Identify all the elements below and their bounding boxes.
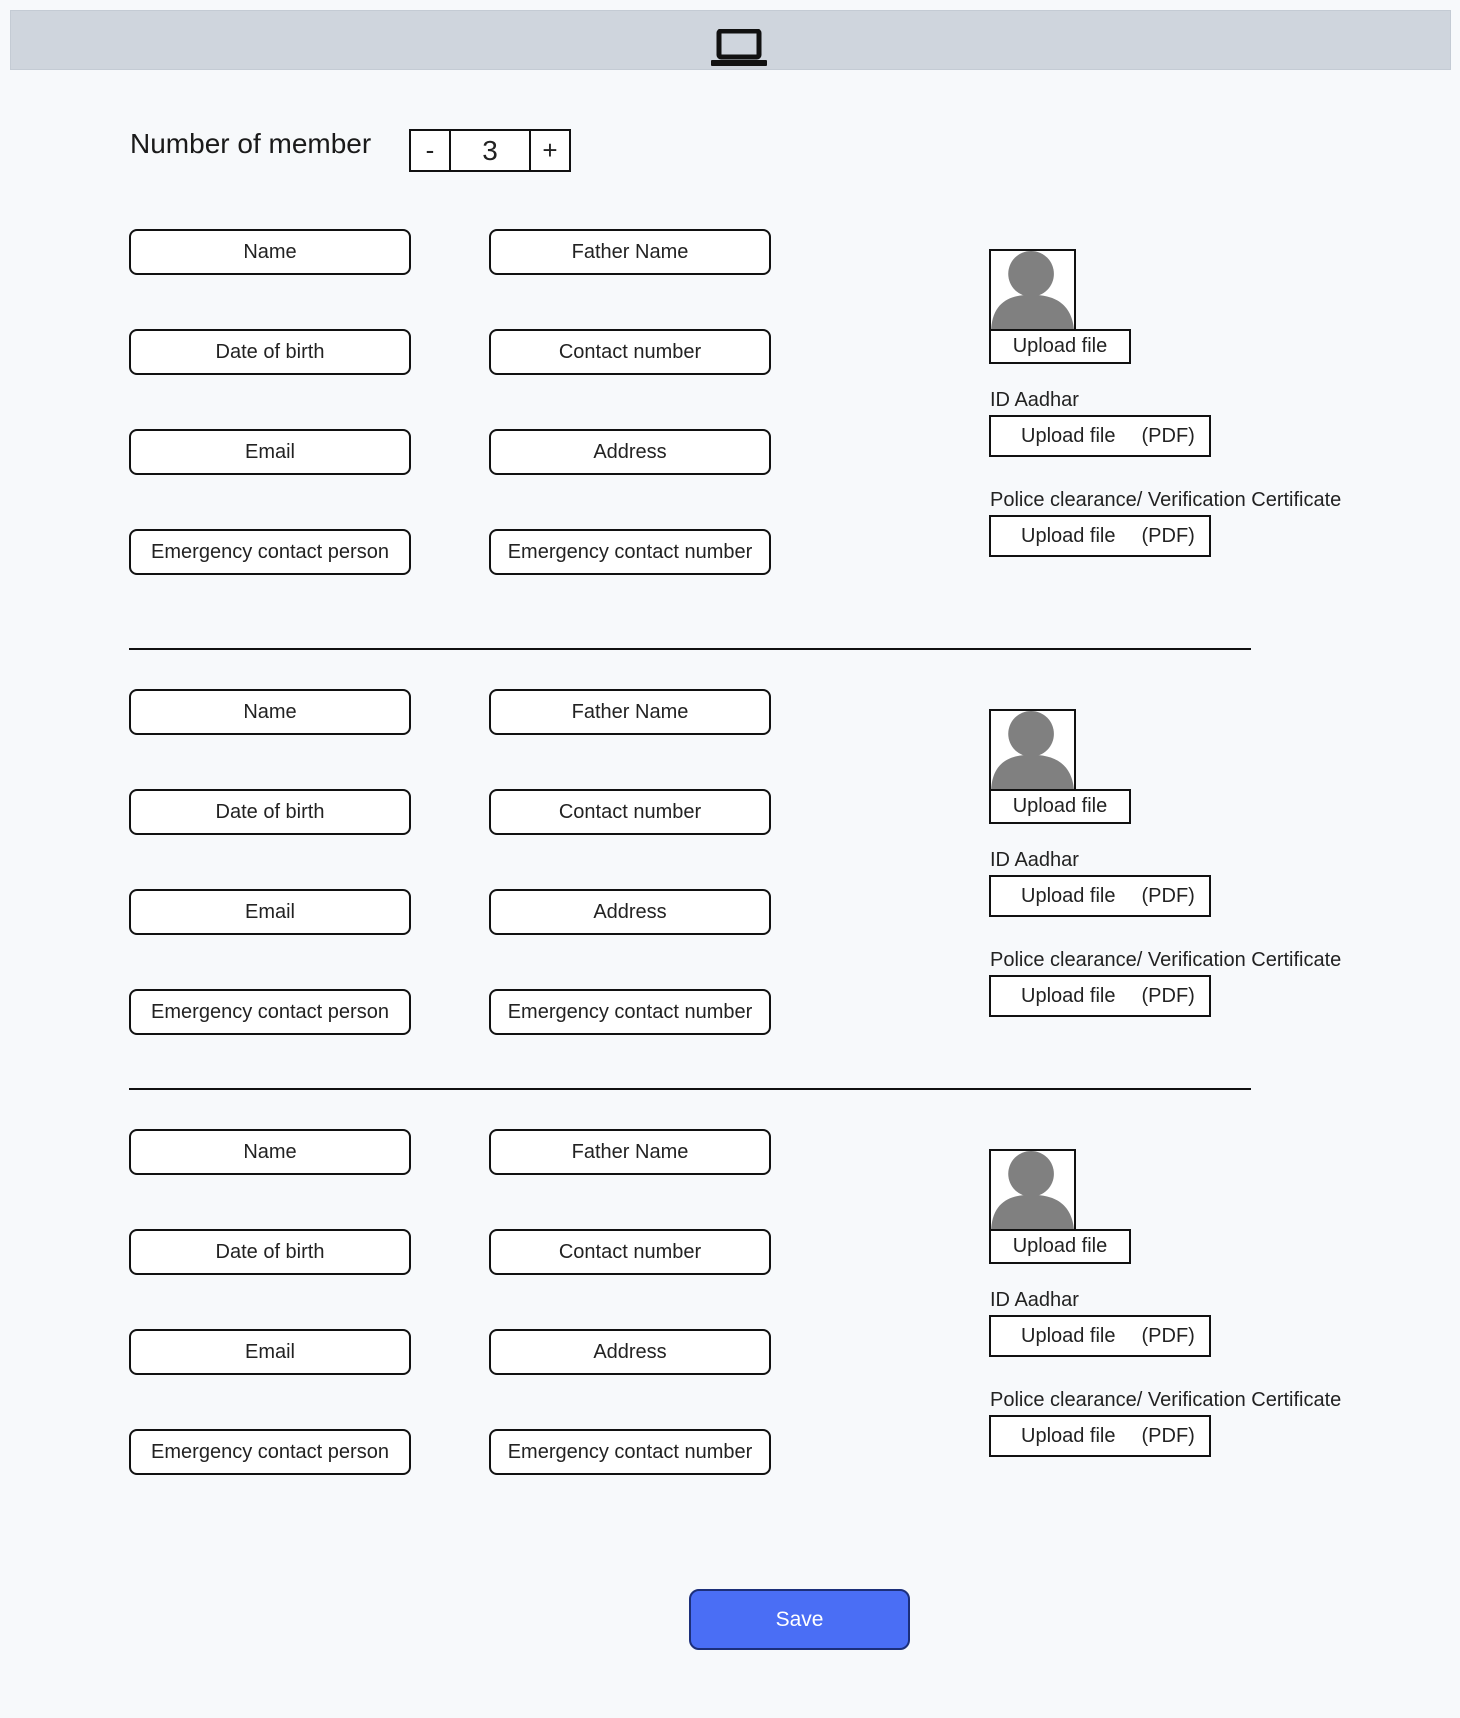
- pdf-hint: (PDF): [1141, 984, 1195, 1007]
- member-form-2: Name Father Name Date of birth Contact n…: [0, 689, 1460, 1089]
- user-silhouette-icon: [991, 1151, 1074, 1229]
- upload-label: Upload file: [1021, 1424, 1116, 1447]
- email-field[interactable]: Email: [129, 1329, 411, 1375]
- aadhar-upload-button[interactable]: Upload file (PDF): [989, 875, 1211, 917]
- upload-label: Upload file: [1021, 524, 1116, 547]
- contact-number-field[interactable]: Contact number: [489, 329, 771, 375]
- police-clearance-label: Police clearance/ Verification Certifica…: [990, 949, 1342, 971]
- member-form-3: Name Father Name Date of birth Contact n…: [0, 1129, 1460, 1529]
- avatar-placeholder: [989, 1149, 1076, 1231]
- father-name-field[interactable]: Father Name: [489, 1129, 771, 1175]
- address-field[interactable]: Address: [489, 429, 771, 475]
- avatar-placeholder: [989, 709, 1076, 791]
- user-silhouette-icon: [991, 711, 1074, 789]
- upload-label: Upload file: [1021, 884, 1116, 907]
- upload-label: Upload file: [1021, 1324, 1116, 1347]
- member-count-label: Number of member: [130, 128, 372, 159]
- section-divider: [129, 648, 1251, 650]
- name-field[interactable]: Name: [129, 1129, 411, 1175]
- police-clearance-upload-button[interactable]: Upload file (PDF): [989, 515, 1211, 557]
- member-form-1: Name Father Name Date of birth Contact n…: [0, 229, 1460, 629]
- member-count-stepper: - 3 +: [409, 129, 571, 172]
- aadhar-label: ID Aadhar: [990, 389, 1079, 411]
- decrement-button[interactable]: -: [411, 131, 451, 170]
- pdf-hint: (PDF): [1141, 1424, 1195, 1447]
- dob-field[interactable]: Date of birth: [129, 329, 411, 375]
- upload-label: Upload file: [1021, 984, 1116, 1007]
- aadhar-label: ID Aadhar: [990, 849, 1079, 871]
- contact-number-field[interactable]: Contact number: [489, 1229, 771, 1275]
- aadhar-upload-button[interactable]: Upload file (PDF): [989, 415, 1211, 457]
- pdf-hint: (PDF): [1141, 524, 1195, 547]
- address-field[interactable]: Address: [489, 889, 771, 935]
- pdf-hint: (PDF): [1141, 1324, 1195, 1347]
- police-clearance-upload-button[interactable]: Upload file (PDF): [989, 975, 1211, 1017]
- police-clearance-label: Police clearance/ Verification Certifica…: [990, 489, 1342, 511]
- contact-number-field[interactable]: Contact number: [489, 789, 771, 835]
- emergency-contact-number-field[interactable]: Emergency contact number: [489, 529, 771, 575]
- dob-field[interactable]: Date of birth: [129, 1229, 411, 1275]
- father-name-field[interactable]: Father Name: [489, 229, 771, 275]
- pdf-hint: (PDF): [1141, 884, 1195, 907]
- photo-upload-button[interactable]: Upload file: [989, 789, 1131, 824]
- email-field[interactable]: Email: [129, 429, 411, 475]
- address-field[interactable]: Address: [489, 1329, 771, 1375]
- avatar-placeholder: [989, 249, 1076, 331]
- upload-label: Upload file: [1021, 424, 1116, 447]
- emergency-contact-person-field[interactable]: Emergency contact person: [129, 989, 411, 1035]
- top-header-bar: [10, 10, 1451, 70]
- pdf-hint: (PDF): [1141, 424, 1195, 447]
- police-clearance-upload-button[interactable]: Upload file (PDF): [989, 1415, 1211, 1457]
- police-clearance-label: Police clearance/ Verification Certifica…: [990, 1389, 1342, 1411]
- laptop-icon: [711, 29, 767, 66]
- email-field[interactable]: Email: [129, 889, 411, 935]
- photo-upload-button[interactable]: Upload file: [989, 1229, 1131, 1264]
- user-silhouette-icon: [991, 251, 1074, 329]
- dob-field[interactable]: Date of birth: [129, 789, 411, 835]
- aadhar-label: ID Aadhar: [990, 1289, 1079, 1311]
- increment-button[interactable]: +: [529, 131, 569, 170]
- emergency-contact-person-field[interactable]: Emergency contact person: [129, 529, 411, 575]
- emergency-contact-number-field[interactable]: Emergency contact number: [489, 989, 771, 1035]
- emergency-contact-person-field[interactable]: Emergency contact person: [129, 1429, 411, 1475]
- name-field[interactable]: Name: [129, 229, 411, 275]
- emergency-contact-number-field[interactable]: Emergency contact number: [489, 1429, 771, 1475]
- save-button[interactable]: Save: [689, 1589, 910, 1650]
- aadhar-upload-button[interactable]: Upload file (PDF): [989, 1315, 1211, 1357]
- father-name-field[interactable]: Father Name: [489, 689, 771, 735]
- name-field[interactable]: Name: [129, 689, 411, 735]
- section-divider: [129, 1088, 1251, 1090]
- member-count-value[interactable]: 3: [482, 134, 498, 166]
- photo-upload-button[interactable]: Upload file: [989, 329, 1131, 364]
